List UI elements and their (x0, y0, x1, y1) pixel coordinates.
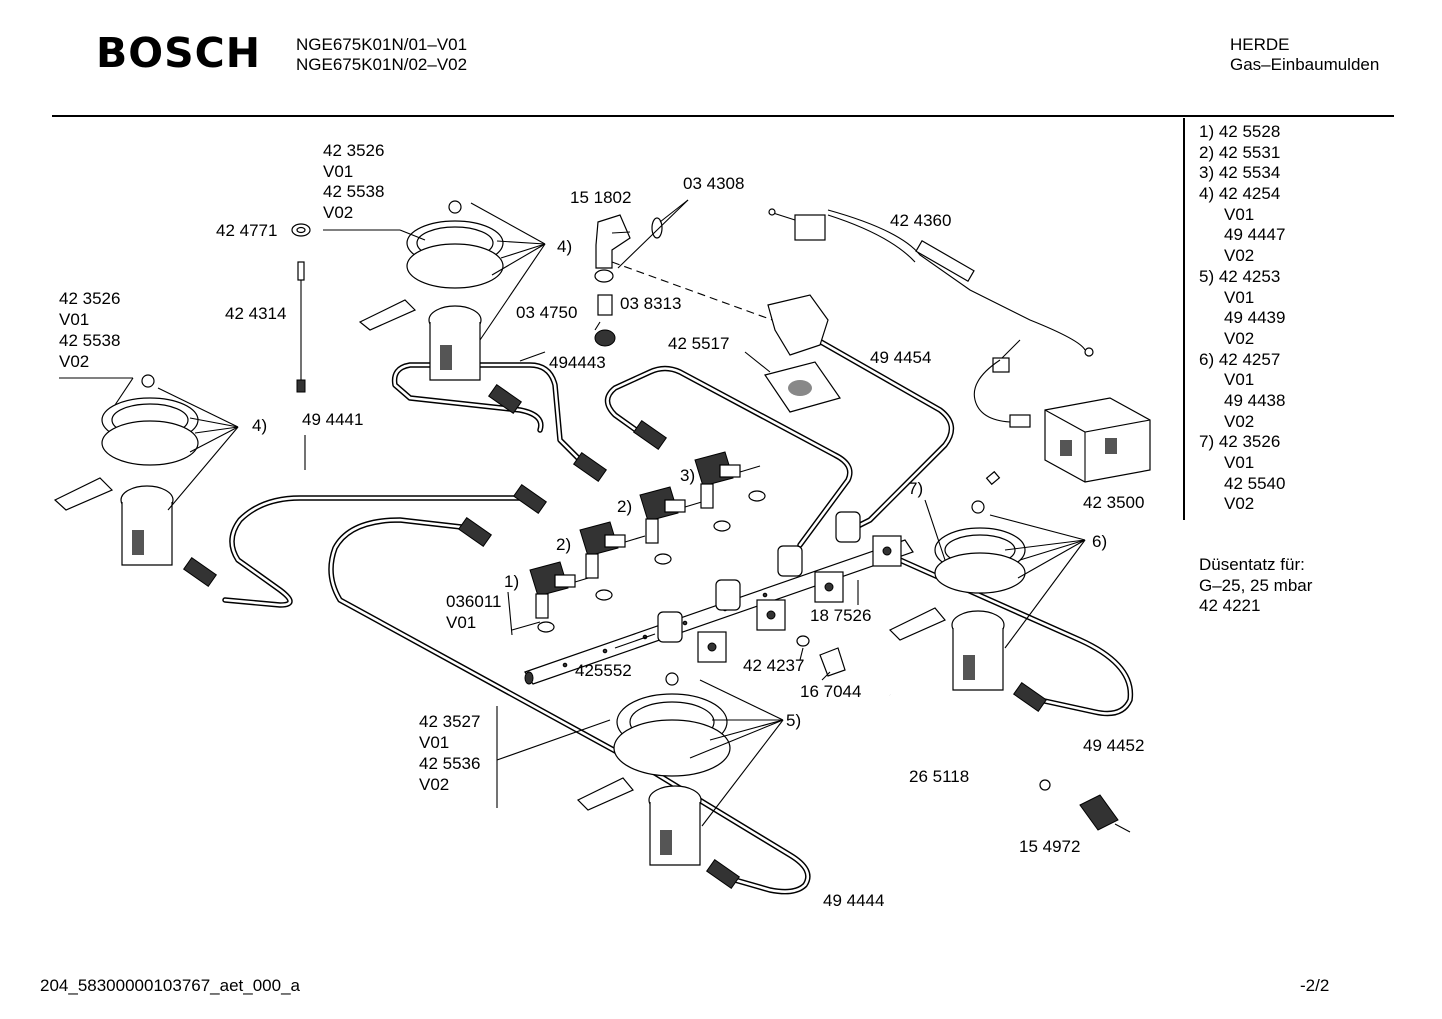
label-ref-5: 5) (786, 711, 801, 730)
label-ring: 42 4237 (743, 656, 804, 675)
label-washer: 42 4771 (216, 221, 277, 240)
label-rail-clip: 18 7526 (810, 606, 871, 625)
label-burner-top-v2: V02 (323, 203, 353, 222)
label-pipe-left: 49 4441 (302, 410, 363, 429)
label-bracket: 42 5517 (668, 334, 729, 353)
gas-pipe-top (391, 362, 593, 473)
gas-pipe-left (222, 495, 528, 608)
small-parts (183, 208, 1151, 890)
legend-row: 2) 42 5531 (1199, 142, 1281, 162)
legend-row: V02 (1224, 494, 1255, 514)
label-pipe-right: 49 4452 (1083, 736, 1144, 755)
label-elbow: 15 1802 (570, 188, 631, 207)
legend-row: 1) 42 5528 (1199, 122, 1281, 141)
label-rod: 26 5118 (909, 767, 969, 786)
label-valve-variant: V01 (446, 613, 476, 632)
model-number-2: NGE675K01N/02–V02 (296, 55, 468, 74)
label-gas-rail: 425552 (575, 661, 632, 680)
burner-front (576, 672, 731, 866)
label-burner-front-v1: V01 (419, 733, 449, 752)
label-ignition-module: 42 3500 (1083, 493, 1144, 512)
label-ref-4-left: 4) (252, 416, 267, 435)
leader-lines (59, 199, 1086, 827)
burner-top (358, 200, 504, 381)
model-numbers: NGE675K01N/01–V01 NGE675K01N/02–V02 (296, 35, 467, 75)
legend-row: 42 5540 (1224, 473, 1286, 493)
legend-row: 4) 42 4254 (1199, 184, 1281, 204)
label-burner-front-part2: 42 5536 (419, 754, 480, 773)
nozzle-part-number: 42 4221 (1199, 596, 1261, 616)
label-valve-part: 036011 (446, 592, 501, 611)
label-burner-front-part1: 42 3527 (419, 712, 480, 731)
legend-row: 5) 42 4253 (1199, 266, 1281, 286)
header-divider (52, 115, 1394, 117)
label-ref-3: 3) (680, 466, 695, 485)
nozzle-title: Düsentatz für: (1199, 555, 1305, 574)
page-number: -2/2 (1300, 976, 1330, 995)
label-burner-top-part1: 42 3526 (323, 141, 384, 160)
product-category: HERDE Gas–Einbaumulden (1230, 35, 1379, 75)
legend-row: 6) 42 4257 (1199, 349, 1281, 369)
legend-row: 49 4439 (1224, 308, 1286, 328)
burner-left (53, 374, 199, 566)
label-ref-2b: 2) (556, 535, 571, 554)
legend-row: V01 (1224, 204, 1255, 224)
label-ref-6: 6) (1092, 532, 1107, 551)
label-clip-small: 16 7044 (800, 682, 861, 701)
legend-row: 49 4438 (1224, 390, 1286, 410)
label-ref-2a: 2) (617, 497, 632, 516)
gas-valves (529, 451, 766, 633)
burner-right (888, 500, 1026, 691)
nozzle-gas-type: G–25, 25 mbar (1199, 575, 1313, 595)
label-ref-4-top: 4) (557, 237, 572, 256)
label-pipe-main: 49 4454 (870, 348, 931, 367)
panel-openings (657, 511, 861, 643)
label-thermo-pin: 42 4314 (225, 304, 286, 323)
label-pipe-front: 49 4444 (823, 891, 884, 910)
category-label: HERDE (1230, 35, 1290, 54)
legend-row: V02 (1224, 411, 1255, 431)
legend-row: V01 (1224, 370, 1255, 390)
legend-row: V01 (1224, 287, 1255, 307)
gas-pipes (222, 327, 1134, 895)
brand-logo: BOSCH (96, 29, 262, 77)
label-nut: 03 8313 (620, 294, 681, 313)
label-burner-left-part2: 42 5538 (59, 331, 120, 350)
legend-row: 3) 42 5534 (1199, 163, 1281, 183)
label-harness: 42 4360 (890, 211, 951, 230)
legend-divider (1183, 118, 1185, 520)
label-ref-1: 1) (504, 572, 519, 591)
legend-row: V02 (1224, 328, 1255, 348)
legend-row: V02 (1224, 246, 1255, 266)
nozzle-set-note: Düsentatz für: G–25, 25 mbar 42 4221 (1199, 555, 1312, 617)
label-burner-left-v1: V01 (59, 310, 89, 329)
model-number-1: NGE675K01N/01–V01 (296, 35, 468, 54)
label-burner-front-v2: V02 (419, 775, 449, 794)
rail-clips (697, 535, 902, 663)
legend-row: V01 (1224, 453, 1255, 472)
subcategory-label: Gas–Einbaumulden (1230, 55, 1380, 74)
legend-row: 49 4447 (1224, 225, 1286, 245)
label-ref-7: 7) (908, 479, 923, 498)
part-labels: 42 3526 V01 42 5538 V02 42 4771 42 4314 … (59, 141, 1144, 910)
label-burner-left-part1: 42 3526 (59, 289, 120, 308)
label-fitting: 03 4750 (516, 303, 577, 322)
label-burner-left-v2: V02 (59, 352, 89, 371)
legend-row: 7) 42 3526 (1199, 432, 1281, 452)
label-pipe-top: 494443 (549, 353, 606, 372)
label-switch: 15 4972 (1019, 837, 1080, 856)
label-seal: 03 4308 (683, 174, 744, 193)
label-burner-top-part2: 42 5538 (323, 182, 384, 201)
document-id: 204_58300000103767_aet_000_a (40, 976, 300, 995)
label-burner-top-v1: V01 (323, 162, 353, 181)
